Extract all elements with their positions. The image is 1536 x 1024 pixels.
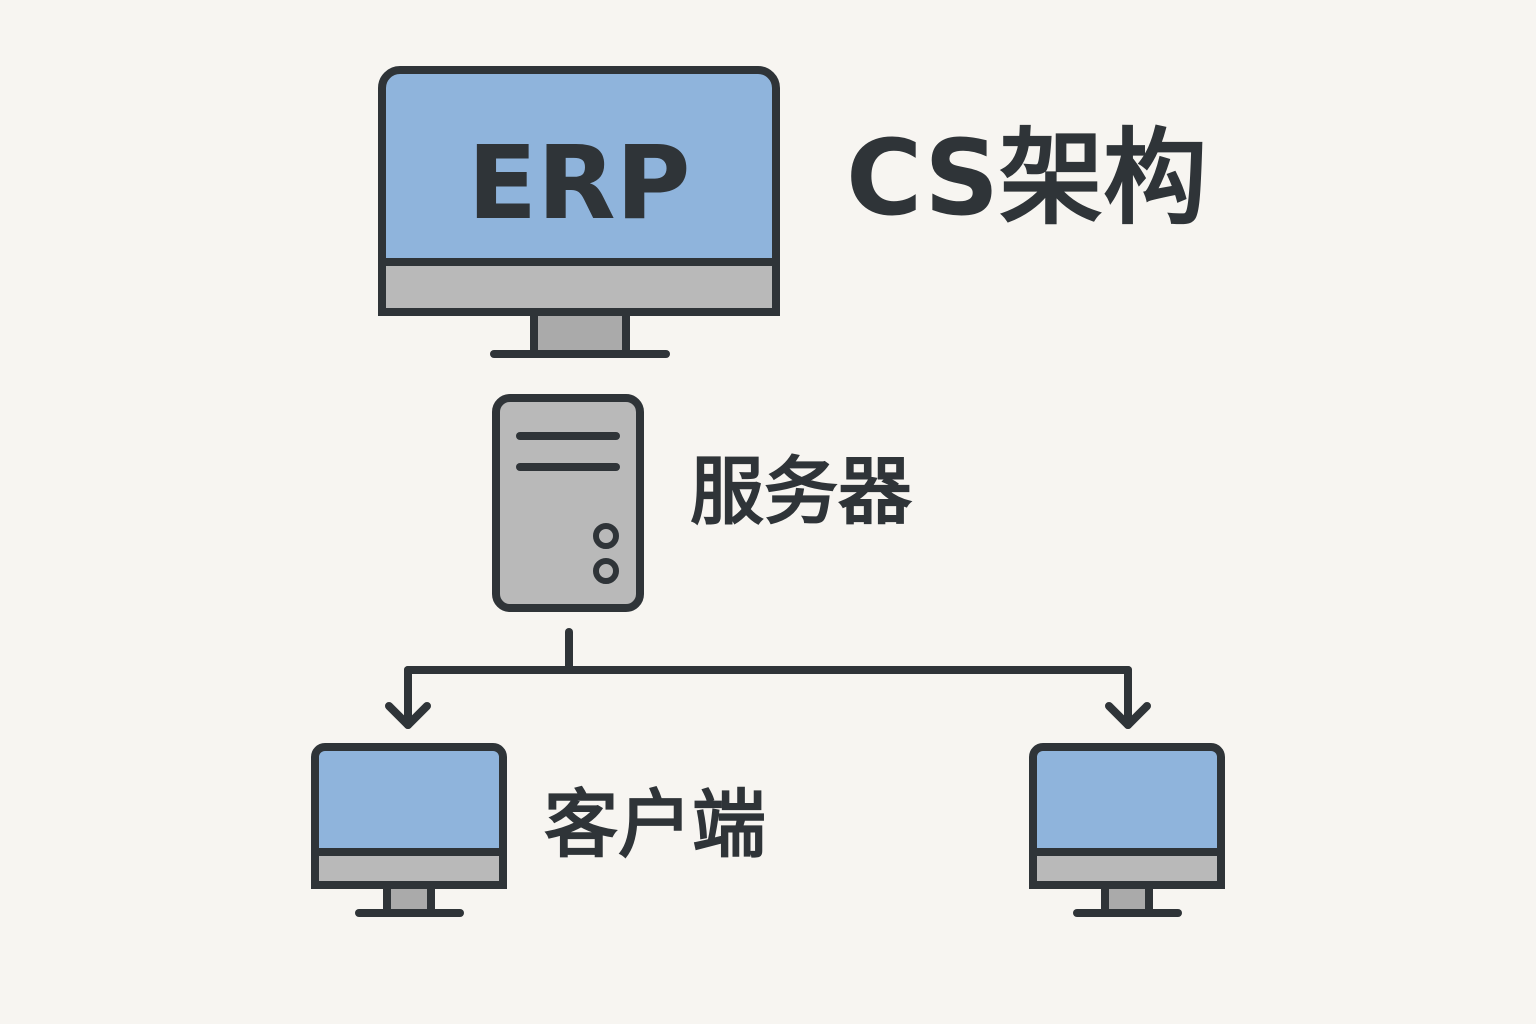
erp-screen-text: ERP xyxy=(468,124,691,243)
server-tower-icon xyxy=(492,394,644,612)
erp-monitor-icon: ERP xyxy=(378,66,780,358)
left-client-monitor-icon xyxy=(311,743,507,917)
connection-lines xyxy=(404,628,1132,729)
server-label: 服务器 xyxy=(690,449,912,535)
right-client-monitor-icon xyxy=(1029,743,1225,917)
client-label: 客户端 xyxy=(544,782,766,868)
left-down-arrow-icon xyxy=(385,702,431,729)
diagram-title: CS架构 xyxy=(846,117,1208,239)
right-down-arrow-icon xyxy=(1105,702,1151,729)
